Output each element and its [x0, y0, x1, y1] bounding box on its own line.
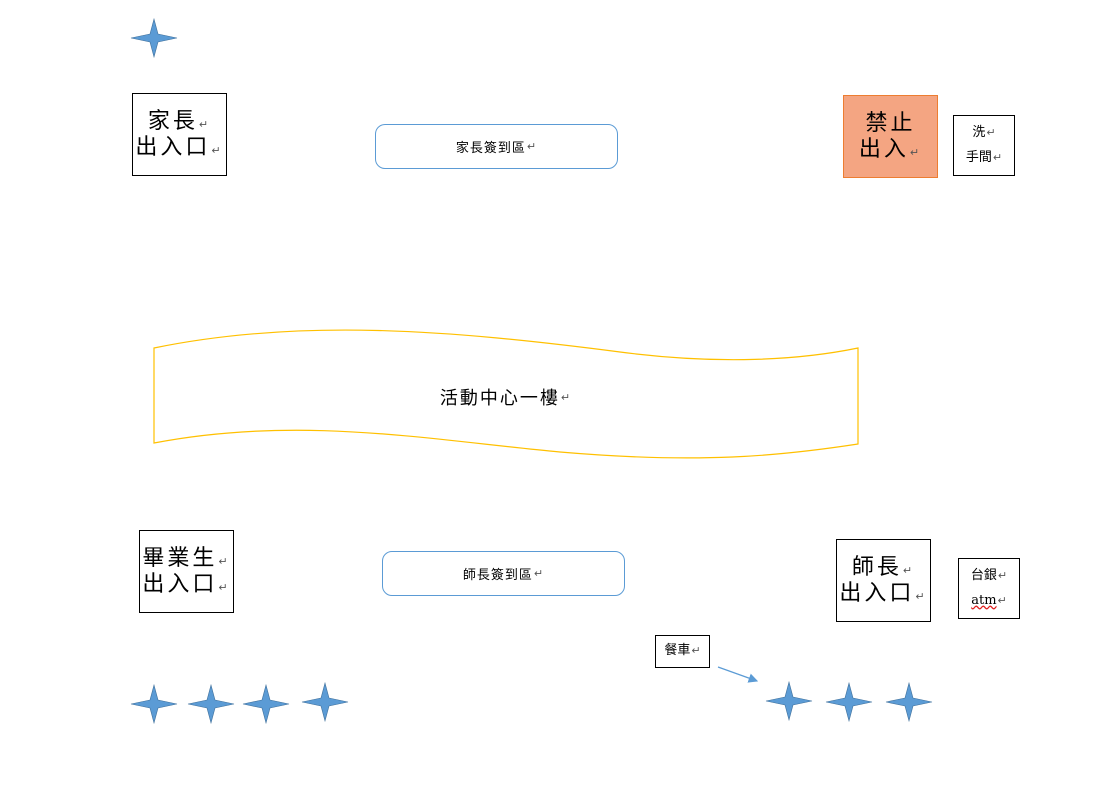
graduate-entrance-box: 畢業生↵ 出入口↵ — [139, 530, 234, 613]
activity-center-label-wrap: 活動中心一樓↵ — [154, 382, 858, 412]
four-point-star-icon — [130, 683, 178, 725]
parent-signin-box: 家長簽到區↵ — [375, 124, 618, 169]
paragraph-mark-icon: ↵ — [560, 390, 573, 404]
activity-center-banner — [153, 329, 859, 459]
paragraph-mark-icon: ↵ — [533, 567, 545, 580]
paragraph-mark-icon: ↵ — [691, 644, 701, 658]
parent-entrance-box: 家長↵ 出入口↵ — [132, 93, 227, 176]
restroom-line2: 手間 — [965, 149, 992, 165]
teacher-signin-box: 師長簽到區↵ — [382, 551, 625, 596]
paragraph-mark-icon: ↵ — [915, 589, 928, 603]
parent-entrance-line1: 家長 — [147, 109, 198, 135]
paragraph-mark-icon: ↵ — [526, 140, 538, 153]
paragraph-mark-icon: ↵ — [211, 143, 224, 157]
four-point-star-icon — [765, 680, 813, 722]
bank-atm-line2: atm — [971, 592, 997, 608]
paragraph-mark-icon: ↵ — [902, 564, 916, 578]
teacher-signin-label: 師長簽到區 — [462, 568, 533, 583]
parent-signin-label: 家長簽到區 — [455, 141, 526, 156]
paragraph-mark-icon: ↵ — [909, 145, 923, 159]
no-entry-line1: 禁止 — [865, 111, 916, 137]
four-point-star-icon — [301, 681, 349, 723]
paragraph-mark-icon: ↵ — [198, 118, 212, 132]
paragraph-mark-icon: ↵ — [986, 125, 996, 139]
no-entry-box: 禁止 出入↵ — [843, 95, 938, 178]
four-point-star-icon — [130, 17, 178, 59]
four-point-star-icon — [242, 683, 290, 725]
parent-entrance-line2: 出入口 — [135, 134, 211, 160]
paragraph-mark-icon: ↵ — [997, 568, 1008, 582]
food-truck-arrow — [717, 666, 759, 683]
no-entry-line2: 出入 — [858, 136, 909, 162]
four-point-star-icon — [825, 681, 873, 723]
restroom-box: 洗↵ 手間↵ — [953, 115, 1015, 176]
teacher-entrance-line1: 師長 — [851, 555, 902, 581]
paragraph-mark-icon: ↵ — [218, 555, 231, 569]
paragraph-mark-icon: ↵ — [992, 150, 1003, 164]
paragraph-mark-icon: ↵ — [997, 593, 1007, 607]
graduate-entrance-line1: 畢業生 — [142, 546, 218, 572]
teacher-entrance-line2: 出入口 — [839, 580, 915, 606]
restroom-line1: 洗 — [972, 124, 986, 140]
bank-atm-box: 台銀↵ atm↵ — [958, 558, 1020, 619]
bank-atm-line1: 台銀 — [970, 567, 997, 583]
graduate-entrance-line2: 出入口 — [142, 571, 218, 597]
paragraph-mark-icon: ↵ — [218, 580, 231, 594]
activity-center-label: 活動中心一樓 — [439, 388, 560, 409]
teacher-entrance-box: 師長↵ 出入口↵ — [836, 539, 931, 622]
four-point-star-icon — [885, 681, 933, 723]
stars-group — [130, 17, 933, 725]
food-truck-box: 餐車↵ — [655, 635, 710, 668]
food-truck-label: 餐車 — [664, 643, 691, 659]
four-point-star-icon — [187, 683, 235, 725]
